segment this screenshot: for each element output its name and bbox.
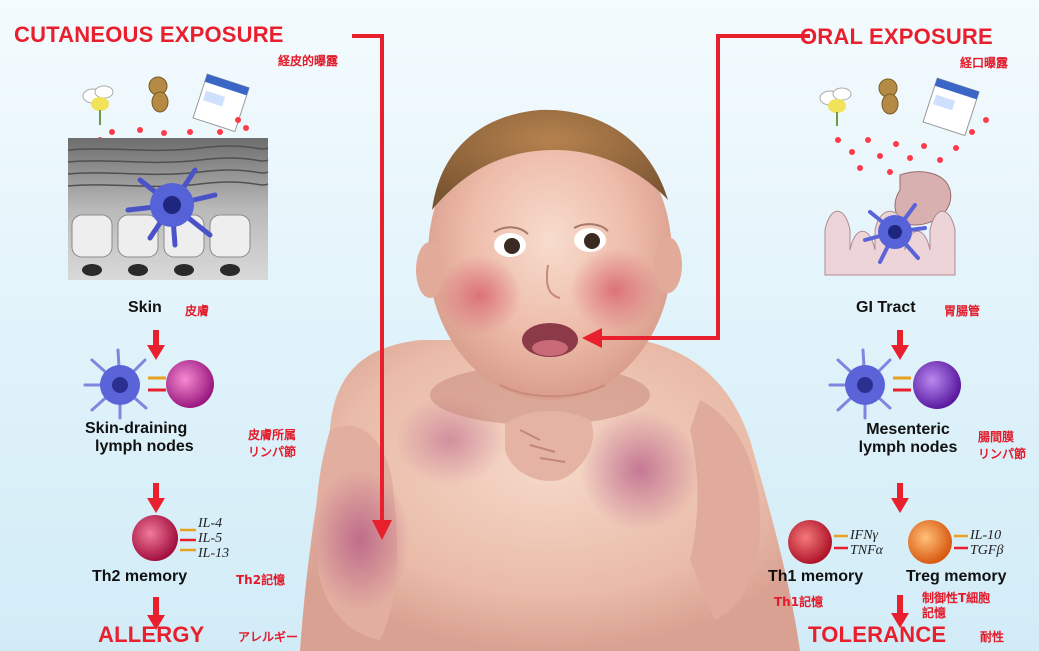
mesenteric-jp-1: 腸間膜	[978, 428, 1014, 445]
allergy-outcome: ALLERGY	[98, 622, 205, 648]
tolerance-jp: 耐性	[980, 628, 1004, 645]
skin-nodes-jp-2: リンパ節	[248, 443, 296, 460]
gi-tract-jp: 胃腸管	[944, 302, 980, 319]
cytokine-tgfb: TGFβ	[970, 543, 1003, 558]
mesenteric-jp-2: リンパ節	[978, 445, 1026, 462]
oral-exposure-heading: ORAL EXPOSURE	[800, 24, 993, 50]
cutaneous-exposure-heading: CUTANEOUS EXPOSURE	[14, 22, 284, 48]
th2-memory-jp: Th2記憶	[236, 571, 285, 588]
treg-memory-jp-2: 記憶	[922, 604, 946, 621]
gi-tract-label: GI Tract	[856, 299, 916, 317]
mesenteric-line-1: Mesenteric	[833, 421, 983, 439]
oral-exposure-jp: 経口曝露	[960, 54, 1008, 71]
mesenteric-nodes-label: Mesenteric lymph nodes	[833, 421, 983, 457]
skin-nodes-jp-1: 皮膚所属	[248, 426, 296, 443]
treg-memory-label: Treg memory	[906, 568, 1006, 586]
th1-memory-jp: Th1記憶	[774, 593, 823, 610]
skin-draining-nodes-label: Skin-draining lymph nodes	[85, 420, 245, 456]
cytokine-il4: IL-4	[198, 516, 222, 531]
cytokine-tnfa: TNFα	[850, 543, 883, 558]
cytokine-il5: IL-5	[198, 531, 222, 546]
cytokine-il13: IL-13	[198, 546, 229, 561]
nodes-line-1: Skin-draining	[85, 420, 245, 438]
th2-memory-label: Th2 memory	[92, 568, 187, 586]
cutaneous-exposure-jp: 経皮的曝露	[278, 52, 338, 69]
th1-memory-label: Th1 memory	[768, 568, 863, 586]
cytokine-ifng: IFNγ	[850, 528, 878, 543]
allergy-jp: アレルギー	[238, 628, 298, 645]
cytokine-il10: IL-10	[970, 528, 1001, 543]
skin-label: Skin	[128, 299, 162, 317]
mesenteric-line-2: lymph nodes	[833, 439, 983, 457]
tolerance-outcome: TOLERANCE	[808, 622, 946, 648]
nodes-line-2: lymph nodes	[85, 438, 245, 456]
skin-jp: 皮膚	[185, 302, 209, 319]
